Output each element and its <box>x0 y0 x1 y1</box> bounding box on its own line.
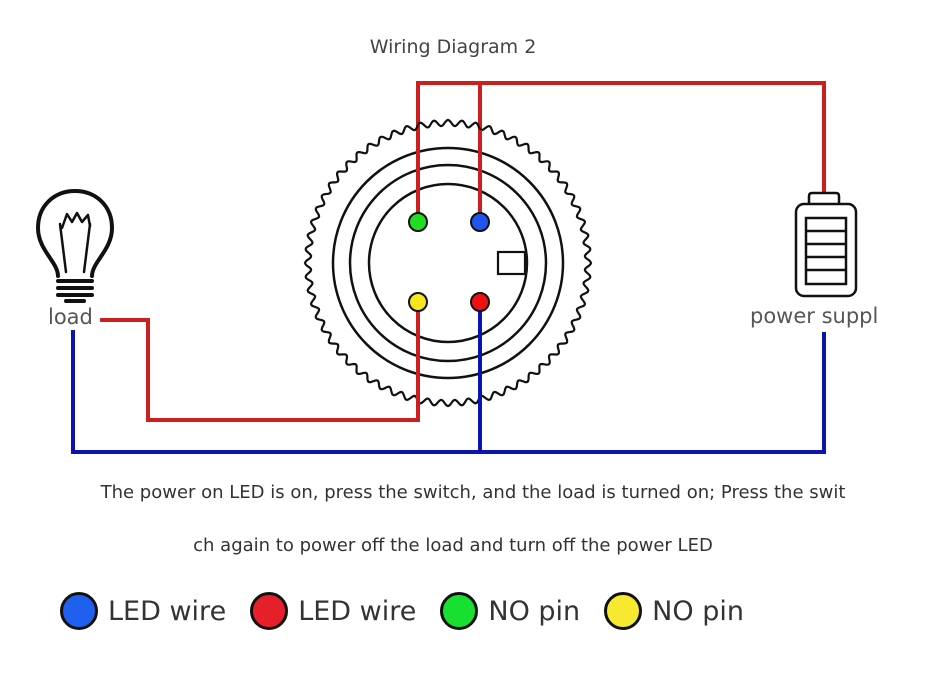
switch-ring-inner <box>367 182 529 344</box>
legend: LED wire LED wire NO pin NO pin <box>60 592 768 630</box>
red-wire-load-to-yellow-pin <box>100 302 420 422</box>
light-bulb-icon <box>36 189 114 303</box>
switch-ring-outer <box>331 146 565 380</box>
battery-icon <box>794 191 858 298</box>
legend-label: LED wire <box>298 595 417 627</box>
description-line-2: ch again to power off the load and turn … <box>193 535 713 556</box>
power-supply-label: power suppl <box>750 304 879 328</box>
legend-dot-blue <box>60 592 98 630</box>
legend-item-red: LED wire <box>250 592 416 630</box>
blue-wire-load-to-power <box>71 330 826 454</box>
legend-dot-yellow <box>604 592 643 630</box>
green-pin <box>408 212 428 232</box>
legend-dot-green <box>440 592 479 630</box>
legend-label: LED wire <box>108 595 227 627</box>
wires <box>71 81 826 454</box>
switch-key-tab <box>496 250 527 276</box>
legend-dot-red <box>250 592 289 630</box>
legend-item-blue: LED wire <box>60 592 226 630</box>
legend-item-green: NO pin <box>440 592 580 630</box>
push-switch <box>303 118 593 408</box>
legend-label: NO pin <box>488 595 581 627</box>
switch-ring-middle <box>348 163 548 363</box>
diagram-title: Wiring Diagram 2 <box>369 36 537 58</box>
legend-item-yellow: NO pin <box>604 592 744 630</box>
yellow-pin <box>408 292 428 312</box>
red-pin <box>470 292 490 312</box>
blue-pin <box>470 212 490 232</box>
load-label: load <box>48 305 93 329</box>
description-line-1: The power on LED is on, press the switch… <box>100 482 846 503</box>
legend-label: NO pin <box>652 595 744 627</box>
switch-knurled-rim <box>303 118 593 408</box>
